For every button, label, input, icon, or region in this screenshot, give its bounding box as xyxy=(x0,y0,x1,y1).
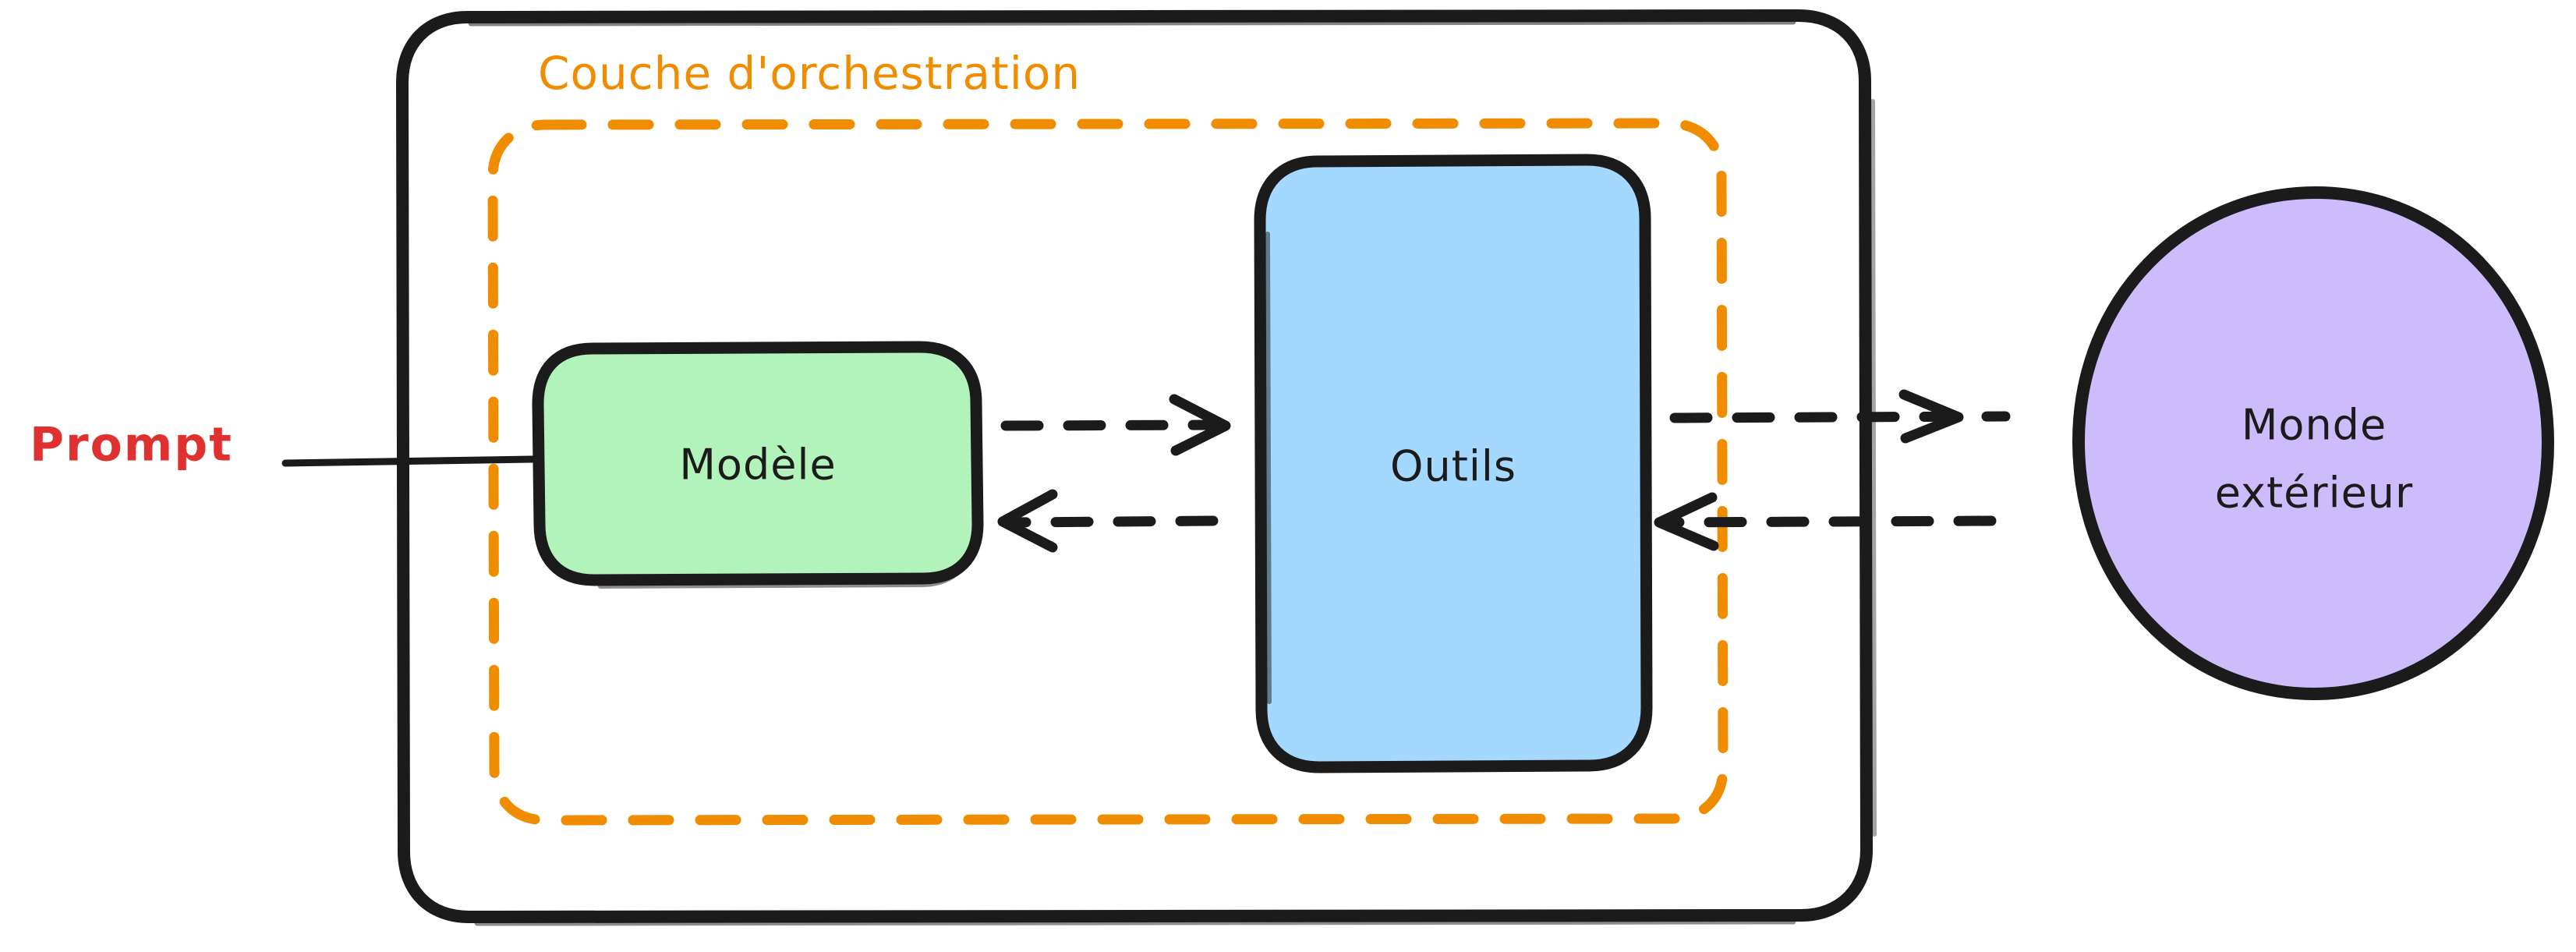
agent-container-sketch-top xyxy=(468,19,1796,27)
agent-container[interactable] xyxy=(396,9,1877,926)
orchestration-layer-label: Couche d'orchestration xyxy=(538,47,1081,100)
node-outils-label: Outils xyxy=(1390,442,1516,491)
orchestration-layer-boundary[interactable] xyxy=(487,118,1729,826)
edge-outils-to-modele-line xyxy=(1008,515,1219,528)
agent-container-sketch-right xyxy=(1870,99,1877,837)
agent-container-border xyxy=(396,9,1873,923)
node-modele-sketch-edge xyxy=(598,536,975,589)
edge-monde-to-outils-line xyxy=(1660,515,1997,528)
node-modele-shape xyxy=(532,341,984,586)
orchestration-dashed-rect xyxy=(487,118,1729,826)
agent-container-sketch-bottom xyxy=(474,918,1796,926)
edge-outils-to-monde[interactable] xyxy=(1669,389,2011,444)
prompt-connector-line xyxy=(281,455,582,467)
edge-monde-to-outils-arrowhead-icon xyxy=(1654,492,1719,551)
node-modele-label: Modèle xyxy=(679,441,836,490)
node-outils-sketch-edge xyxy=(1265,232,1272,704)
edge-outils-to-modele[interactable] xyxy=(997,489,1219,553)
edge-outils-to-monde-arrowhead-icon xyxy=(1898,389,1964,444)
edge-modele-to-outils[interactable] xyxy=(1000,394,1231,456)
node-outils[interactable]: Outils xyxy=(1254,154,1653,773)
node-monde-exterieur-label-line1: Monde xyxy=(2242,401,2387,450)
node-monde-exterieur-label-line2: extérieur xyxy=(2215,469,2413,518)
edge-modele-to-outils-line xyxy=(1000,419,1219,431)
edge-outils-to-modele-arrowhead-icon xyxy=(997,489,1058,553)
prompt-label: Prompt xyxy=(30,418,233,472)
edge-modele-to-outils-arrowhead-icon xyxy=(1169,394,1231,456)
edge-monde-to-outils[interactable] xyxy=(1654,492,1997,551)
node-monde-exterieur[interactable]: Monde extérieur xyxy=(2072,186,2555,701)
node-monde-exterieur-shape xyxy=(2072,186,2555,701)
node-modele[interactable]: Modèle xyxy=(532,341,984,589)
node-outils-shape xyxy=(1254,154,1653,773)
